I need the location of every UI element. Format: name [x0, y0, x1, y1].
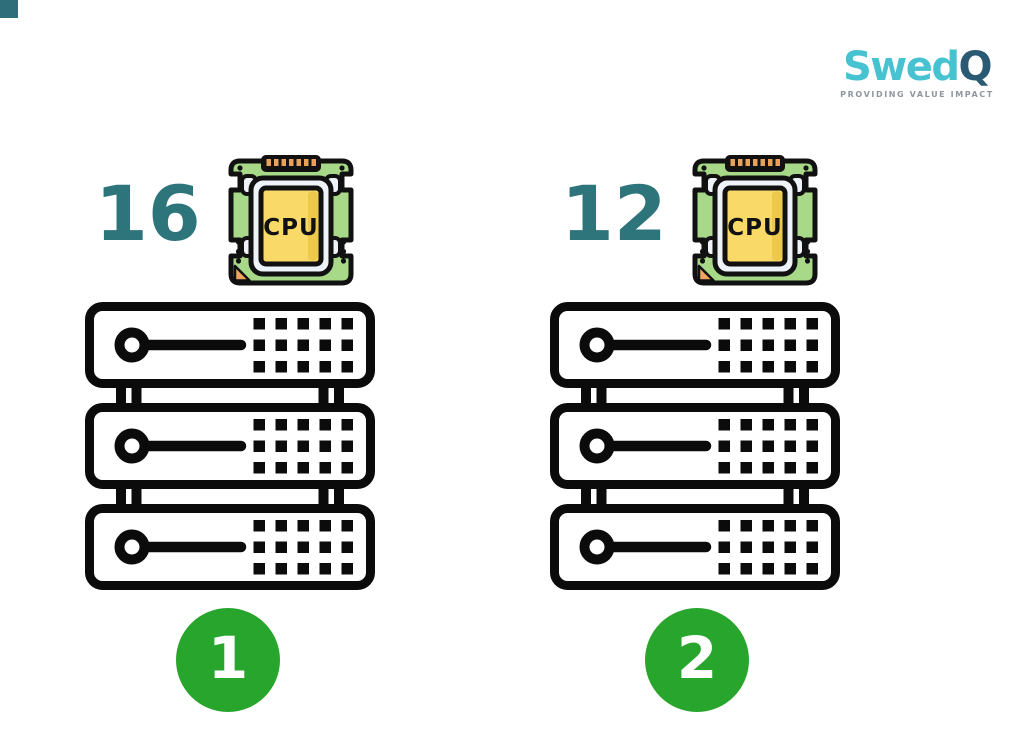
- brand-logo-primary: Swed: [842, 44, 960, 90]
- brand-logo: SwedQ PROVIDING VALUE IMPACT: [828, 47, 1006, 99]
- cpu-count-label: 12: [561, 169, 667, 258]
- step-badge: 2: [645, 608, 749, 712]
- brand-logo-text: SwedQ: [828, 47, 1006, 87]
- cpu-chip-icon: [224, 148, 358, 288]
- step-badge-number: 2: [676, 624, 718, 692]
- corner-accent-square: [0, 0, 18, 18]
- step-badge-number: 1: [207, 624, 249, 692]
- server-stack-icon: [85, 302, 375, 590]
- cpu-chip-icon: [688, 148, 822, 288]
- brand-logo-accent: Q: [958, 44, 993, 90]
- cpu-count-label: 16: [95, 169, 201, 258]
- brand-tagline: PROVIDING VALUE IMPACT: [840, 90, 994, 99]
- step-badge: 1: [176, 608, 280, 712]
- server-stack-icon: [550, 302, 840, 590]
